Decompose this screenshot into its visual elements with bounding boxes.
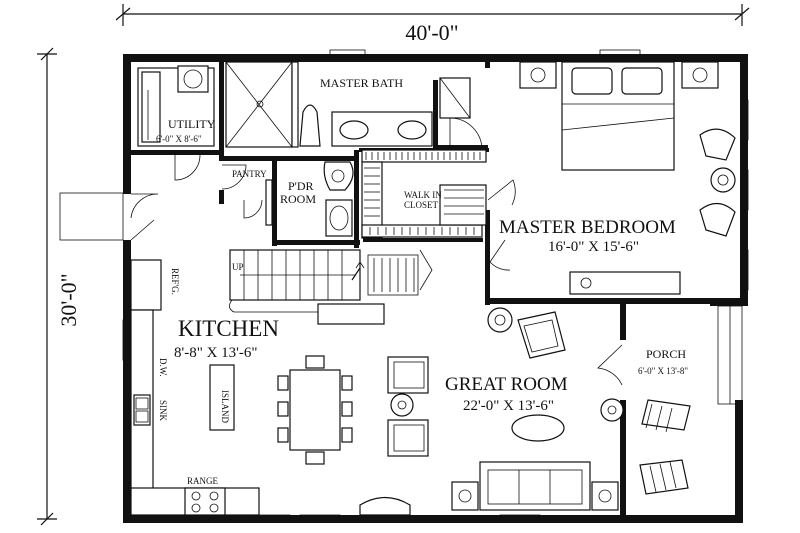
bedroom-chair-1 bbox=[699, 128, 736, 161]
master-bath-fixtures bbox=[225, 61, 471, 148]
master-bedroom-label: MASTER BEDROOM bbox=[499, 217, 676, 238]
powder-fixtures bbox=[265, 161, 354, 237]
depth-dimension-label: 30'-0" bbox=[56, 273, 81, 326]
width-dimension: 40'-0" bbox=[115, 4, 750, 45]
utility-fixtures bbox=[137, 65, 215, 147]
master-bath-label: MASTER BATH bbox=[320, 76, 403, 90]
great-room-label: GREAT ROOM bbox=[445, 374, 568, 395]
range-label: RANGE bbox=[187, 476, 219, 486]
sink-label: SINK bbox=[158, 400, 168, 422]
depth-dimension: 30'-0" bbox=[37, 47, 81, 526]
closet-shelving bbox=[361, 149, 487, 239]
kitchen-fixtures: REF'G. D.W. SINK ISLAND RANGE bbox=[130, 259, 260, 516]
sofa bbox=[479, 461, 591, 511]
utility-label: UTILITY bbox=[168, 117, 216, 131]
stairs: UP bbox=[229, 249, 433, 313]
rocking-chair-1 bbox=[641, 399, 691, 433]
dining-table bbox=[277, 355, 353, 465]
great-room-size: 22'-0" X 13'-6" bbox=[463, 398, 554, 414]
width-dimension-label: 40'-0" bbox=[405, 20, 458, 45]
great-room-furniture bbox=[317, 303, 624, 516]
closet-label-line2: CLOSET bbox=[404, 200, 439, 210]
closet-hangers bbox=[364, 152, 484, 235]
porch-furniture bbox=[639, 399, 691, 495]
master-bedroom-furniture bbox=[519, 61, 736, 295]
rocking-chair-2 bbox=[639, 459, 689, 495]
stairs-up-label: UP bbox=[232, 262, 244, 272]
room-labels: MASTER BATH UTILITY 6'-0" X 8'-6" PANTRY… bbox=[156, 76, 688, 414]
armchair-1 bbox=[517, 311, 566, 359]
kitchen-label: KITCHEN bbox=[178, 316, 279, 341]
kitchen-size: 8'-8" X 13'-6" bbox=[174, 345, 257, 361]
doors bbox=[130, 117, 623, 386]
armchair-2 bbox=[387, 356, 429, 394]
island-label: ISLAND bbox=[220, 390, 230, 423]
refrigerator-label: REF'G. bbox=[170, 268, 180, 295]
closet-label-line1: WALK IN bbox=[404, 190, 442, 200]
bedroom-chair-2 bbox=[699, 202, 736, 237]
dishwasher-label: D.W. bbox=[158, 358, 168, 377]
powder-room-label-line1: P'DR bbox=[288, 179, 314, 193]
porch-label: PORCH bbox=[646, 347, 686, 361]
powder-room-label-line2: ROOM bbox=[280, 192, 316, 206]
pantry-label: PANTRY bbox=[232, 169, 267, 179]
armchair-3 bbox=[387, 419, 429, 457]
exterior-walls bbox=[123, 54, 748, 523]
windows bbox=[59, 49, 749, 522]
master-bedroom-size: 16'-0" X 15'-6" bbox=[548, 239, 639, 255]
porch-size: 6'-0" X 13'-8" bbox=[638, 366, 688, 376]
utility-size: 6'-0" X 8'-6" bbox=[156, 134, 202, 144]
